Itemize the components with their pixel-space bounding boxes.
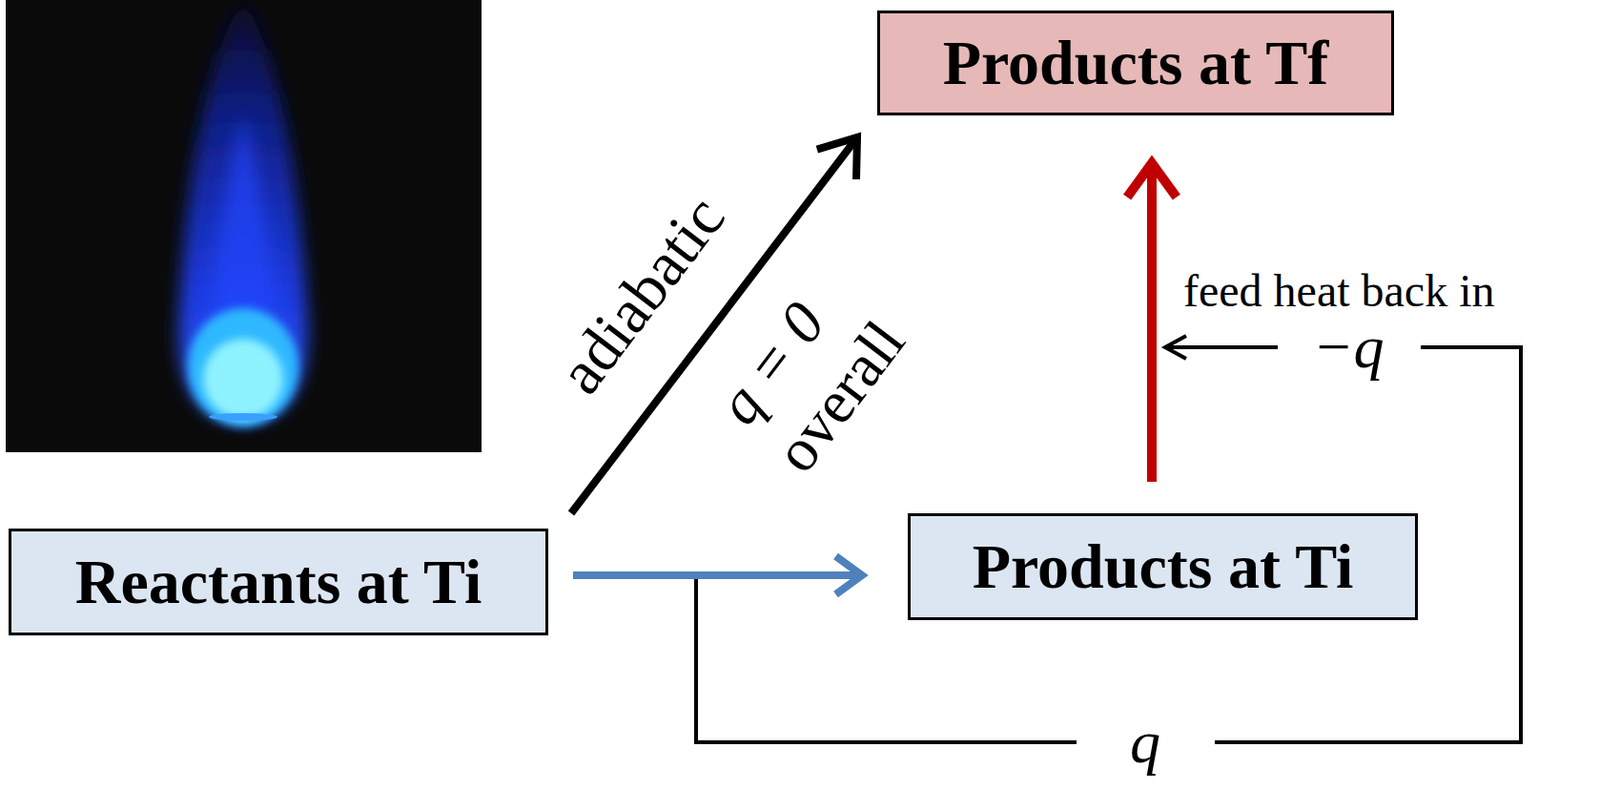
product-box: Products at Ti xyxy=(907,512,1418,620)
box-text: Products at Tf xyxy=(943,28,1330,99)
reactant-box: Reactants at Ti xyxy=(8,528,549,636)
reaction-arrow xyxy=(573,555,862,595)
box-text: Products at Ti xyxy=(972,532,1354,602)
box-text: Reactants at Ti xyxy=(75,547,483,617)
edge-label: adiabatic xyxy=(545,183,739,406)
heat-label: q xyxy=(1129,708,1161,776)
heating-arrow xyxy=(1127,163,1177,482)
product-box: Products at Tf xyxy=(877,10,1395,116)
heat-label: −q xyxy=(1312,313,1384,381)
flame-photo xyxy=(5,0,482,452)
note-label: feed heat back in xyxy=(1183,266,1495,317)
